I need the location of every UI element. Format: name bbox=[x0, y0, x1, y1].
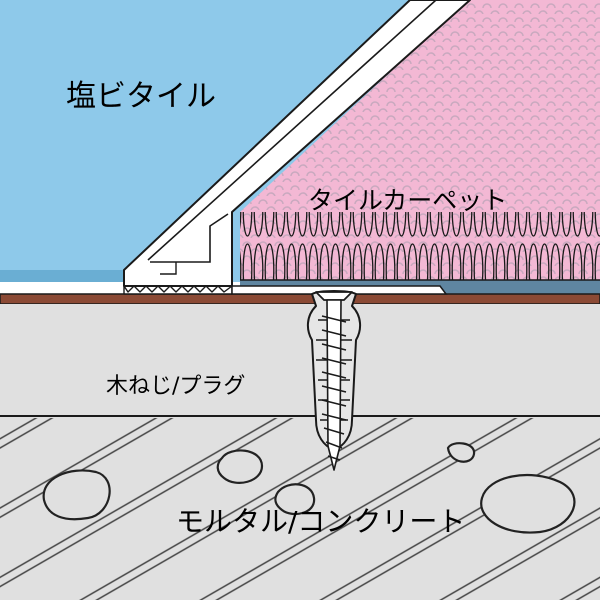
base-board bbox=[0, 293, 600, 305]
tile-carpet-area bbox=[240, 0, 600, 294]
tile-carpet-label: タイルカーペット bbox=[308, 186, 508, 215]
wood-screw-plug-label: 木ねじ/プラグ bbox=[106, 374, 246, 399]
transition-strip bbox=[123, 0, 471, 295]
mortar-concrete-label: モルタル/コンクリート bbox=[176, 505, 466, 538]
mortar-concrete-area bbox=[0, 304, 600, 600]
vinyl-tile-label: 塩ビタイル bbox=[66, 79, 216, 114]
aggregate-stones bbox=[42, 442, 576, 534]
screw-icon bbox=[315, 291, 353, 471]
